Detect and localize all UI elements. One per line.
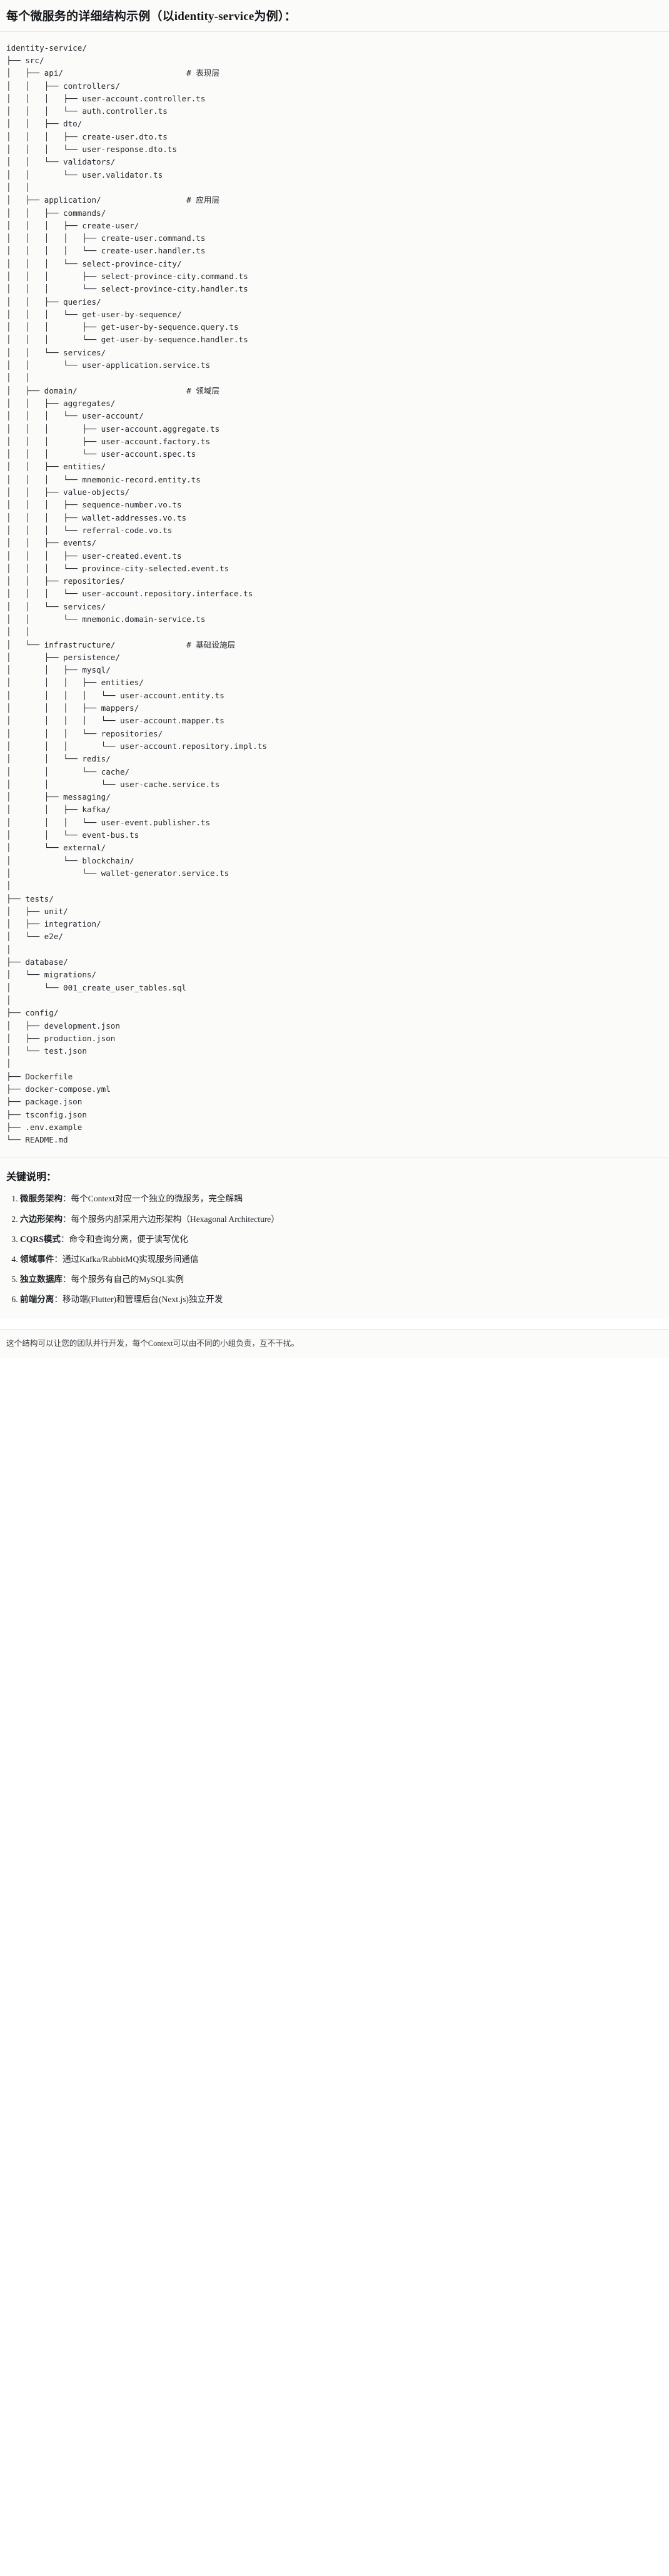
note-text: ：每个Context对应一个独立的微服务，完全解耦 (62, 1194, 243, 1204)
note-text: ：通过Kafka/RabbitMQ实现服务间通信 (54, 1254, 199, 1264)
note-lead: CQRS模式 (20, 1234, 61, 1244)
note-lead: 微服务架构 (20, 1194, 63, 1204)
title-section: 每个微服务的详细结构示例（以identity-service为例）： (0, 0, 669, 32)
page-title: 每个微服务的详细结构示例（以identity-service为例）： (6, 10, 296, 23)
key-notes-list: 微服务架构：每个Context对应一个独立的微服务，完全解耦 六边形架构：每个服… (6, 1192, 663, 1305)
key-notes-section: 关键说明： 微服务架构：每个Context对应一个独立的微服务，完全解耦 六边形… (0, 1158, 669, 1319)
note-lead: 领域事件 (20, 1254, 54, 1264)
note-text: ：每个服务内部采用六边形架构（Hexagonal Architecture） (62, 1214, 279, 1224)
list-item: 领域事件：通过Kafka/RabbitMQ实现服务间通信 (20, 1253, 663, 1266)
note-lead: 六边形架构 (20, 1214, 63, 1224)
note-text: ：命令和查询分离，便于读写优化 (60, 1234, 188, 1244)
list-item: 微服务架构：每个Context对应一个独立的微服务，完全解耦 (20, 1192, 663, 1205)
note-text: ：每个服务有自己的MySQL实例 (62, 1274, 184, 1284)
note-lead: 前端分离 (20, 1294, 54, 1304)
list-item: CQRS模式：命令和查询分离，便于读写优化 (20, 1233, 663, 1246)
key-notes-heading: 关键说明： (6, 1172, 57, 1183)
list-item: 独立数据库：每个服务有自己的MySQL实例 (20, 1273, 663, 1286)
list-item: 六边形架构：每个服务内部采用六边形架构（Hexagonal Architectu… (20, 1213, 663, 1226)
document-page: 每个微服务的详细结构示例（以identity-service为例）： ident… (0, 0, 669, 1358)
note-text: ：移动端(Flutter)和管理后台(Next.js)独立开发 (54, 1294, 223, 1304)
closing-statement: 这个结构可以让您的团队并行开发，每个Context可以由不同的小组负责，互不干扰… (0, 1328, 669, 1358)
list-item: 前端分离：移动端(Flutter)和管理后台(Next.js)独立开发 (20, 1293, 663, 1306)
directory-tree: identity-service/ ├── src/ │ ├── api/ # … (6, 43, 268, 1145)
directory-tree-section: identity-service/ ├── src/ │ ├── api/ # … (0, 31, 669, 1159)
note-lead: 独立数据库 (20, 1274, 63, 1284)
